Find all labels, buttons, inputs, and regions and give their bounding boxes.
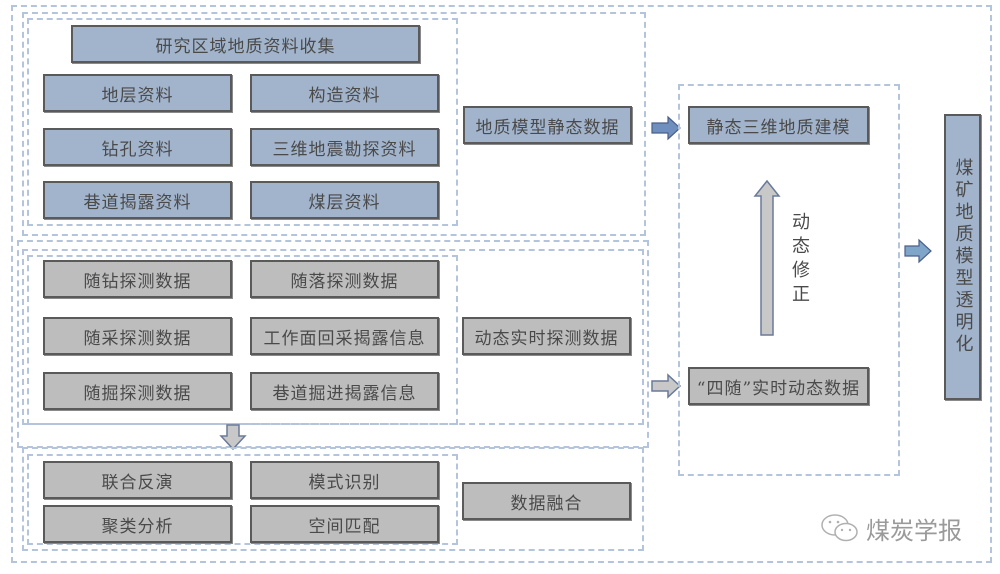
up-arrow-icon xyxy=(753,179,781,336)
static-item-roadway: 巷道揭露资料 xyxy=(43,181,232,219)
realtime-dynamic-data: “四随”实时动态数据 xyxy=(688,367,869,405)
dynamic-item-face-exposure: 工作面回采揭露信息 xyxy=(250,317,439,355)
dynamic-item-mining: 随采探测数据 xyxy=(43,317,232,355)
right-arrow-light-blue-icon xyxy=(904,238,932,264)
dynamic-data-summary: 动态实时探测数据 xyxy=(462,317,631,355)
dynamic-correction-label: 动态修正 xyxy=(789,212,810,308)
dynamic-item-caving: 随落探测数据 xyxy=(250,260,439,298)
modeling-frame xyxy=(678,84,900,476)
geology-collection-header: 研究区域地质资料收集 xyxy=(71,25,420,63)
right-arrow-blue-icon xyxy=(651,115,681,141)
wechat-icon xyxy=(821,513,858,541)
outer-frame xyxy=(11,5,992,563)
fusion-item-spatial-matching: 空间匹配 xyxy=(250,505,439,543)
static-data-summary: 地质模型静态数据 xyxy=(463,106,632,144)
static-item-borehole: 钻孔资料 xyxy=(43,128,232,166)
down-arrow-icon xyxy=(219,424,247,451)
fusion-item-pattern-recognition: 模式识别 xyxy=(250,461,439,499)
watermark: 煤炭学报 xyxy=(820,511,962,546)
static-item-structure: 构造资料 xyxy=(250,74,439,112)
static-3d-modeling: 静态三维地质建模 xyxy=(688,106,869,144)
static-item-3d-seismic: 三维地震勘探资料 xyxy=(250,128,439,166)
fusion-summary: 数据融合 xyxy=(462,482,631,520)
static-section-frame xyxy=(22,12,646,236)
fusion-item-clustering: 聚类分析 xyxy=(43,505,232,543)
fusion-item-joint-inversion: 联合反演 xyxy=(43,461,232,499)
watermark-text: 煤炭学报 xyxy=(866,517,962,545)
fusion-items-frame xyxy=(27,454,458,545)
dynamic-items-frame xyxy=(27,255,458,425)
right-arrow-gray-icon xyxy=(651,373,682,399)
static-item-coal-seam: 煤层资料 xyxy=(250,181,439,219)
static-item-strata: 地层资料 xyxy=(43,74,232,112)
dynamic-item-roadway-exposure: 巷道掘进揭露信息 xyxy=(250,372,439,410)
static-items-frame xyxy=(27,18,458,226)
dynamic-item-drilling: 随钻探测数据 xyxy=(43,260,232,298)
transparent-geology-model: 煤矿地质模型透明化 xyxy=(944,114,981,400)
dynamic-item-excavation: 随掘探测数据 xyxy=(43,372,232,410)
fusion-section-frame xyxy=(22,447,644,551)
